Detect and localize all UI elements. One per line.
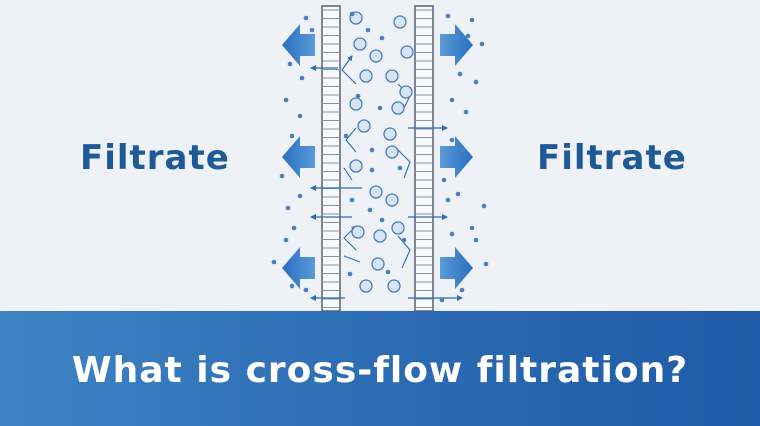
permeate-dot <box>377 105 383 111</box>
permeate-dot <box>303 287 309 293</box>
permeate-dot <box>473 237 479 243</box>
permeate-dot <box>287 61 293 67</box>
arrow-left-icon <box>282 24 315 66</box>
permeate-dot <box>469 17 475 23</box>
particle <box>357 119 371 133</box>
filtrate-label-right: Filtrate <box>537 138 687 178</box>
permeate-dot <box>303 15 309 21</box>
permeate-dot <box>463 109 469 115</box>
particle <box>385 69 399 83</box>
cross-flow-diagram <box>271 5 489 311</box>
permeate-dot <box>483 261 489 267</box>
particle <box>359 279 373 293</box>
particle <box>391 221 405 235</box>
permeate-dot <box>457 71 463 77</box>
permeate-flow-arrows <box>310 65 463 301</box>
particle <box>369 49 383 63</box>
permeate-dot <box>459 287 465 293</box>
permeate-dot <box>439 297 445 303</box>
particle <box>393 15 407 29</box>
permeate-dot <box>279 173 285 179</box>
filtrate-label-left: Filtrate <box>80 138 230 178</box>
permeate-dot <box>455 191 461 197</box>
particle <box>391 101 405 115</box>
particle <box>400 45 414 59</box>
permeate-dot <box>355 93 361 99</box>
permeate-dot <box>349 11 355 17</box>
particle <box>387 279 401 293</box>
permeate-dot <box>299 75 305 81</box>
permeate-dot <box>289 133 295 139</box>
banner-title: What is cross-flow filtration? <box>71 350 689 391</box>
permeate-dot <box>459 147 465 153</box>
permeate-dot <box>469 225 475 231</box>
permeate-dot <box>289 283 295 289</box>
permeate-dot <box>365 27 371 33</box>
permeate-dot <box>349 197 355 203</box>
permeate-dot <box>367 207 373 213</box>
permeate-dot <box>445 13 451 19</box>
permeate-dot <box>385 269 391 275</box>
permeate-dot <box>397 165 403 171</box>
permeate-dot <box>285 205 291 211</box>
particle <box>383 127 397 141</box>
permeate-dot <box>479 41 485 47</box>
permeate-dot <box>481 203 487 209</box>
permeate-dot <box>271 259 277 265</box>
permeate-dot <box>379 35 385 41</box>
permeate-dot <box>449 231 455 237</box>
particle <box>351 225 365 239</box>
permeate-dot <box>291 225 297 231</box>
permeate-dot <box>445 197 451 203</box>
permeate-dot <box>369 167 375 173</box>
permeate-dot <box>401 237 407 243</box>
permeate-dot <box>449 137 455 143</box>
permeate-dot <box>343 133 349 139</box>
particle <box>373 229 387 243</box>
membrane-left <box>321 5 341 311</box>
retained-particles <box>349 11 414 293</box>
permeate-dot <box>297 113 303 119</box>
arrow-right-icon <box>440 136 473 178</box>
particle <box>369 185 383 199</box>
arrow-left-icon <box>282 247 315 289</box>
permeate-dot <box>465 33 471 39</box>
arrow-left-icon <box>282 136 315 178</box>
permeate-dot <box>347 271 353 277</box>
permeate-dots <box>271 11 489 303</box>
permeate-dot <box>449 97 455 103</box>
particle <box>349 159 363 173</box>
permeate-dot <box>441 177 447 183</box>
title-banner: What is cross-flow filtration? <box>0 311 760 426</box>
permeate-dot <box>297 193 303 199</box>
particle <box>385 193 399 207</box>
particle <box>399 85 413 99</box>
permeate-dot <box>283 97 289 103</box>
particle <box>385 145 399 159</box>
membrane-right <box>414 5 434 311</box>
permeate-dot <box>379 217 385 223</box>
arrow-right-icon <box>440 247 473 289</box>
permeate-dot <box>369 147 375 153</box>
permeate-dot <box>473 79 479 85</box>
permeate-dot <box>309 27 315 33</box>
arrow-right-icon <box>440 24 473 66</box>
permeate-dot <box>283 237 289 243</box>
particle <box>359 69 373 83</box>
particle <box>371 257 385 271</box>
particle <box>353 37 367 51</box>
particle <box>349 97 363 111</box>
